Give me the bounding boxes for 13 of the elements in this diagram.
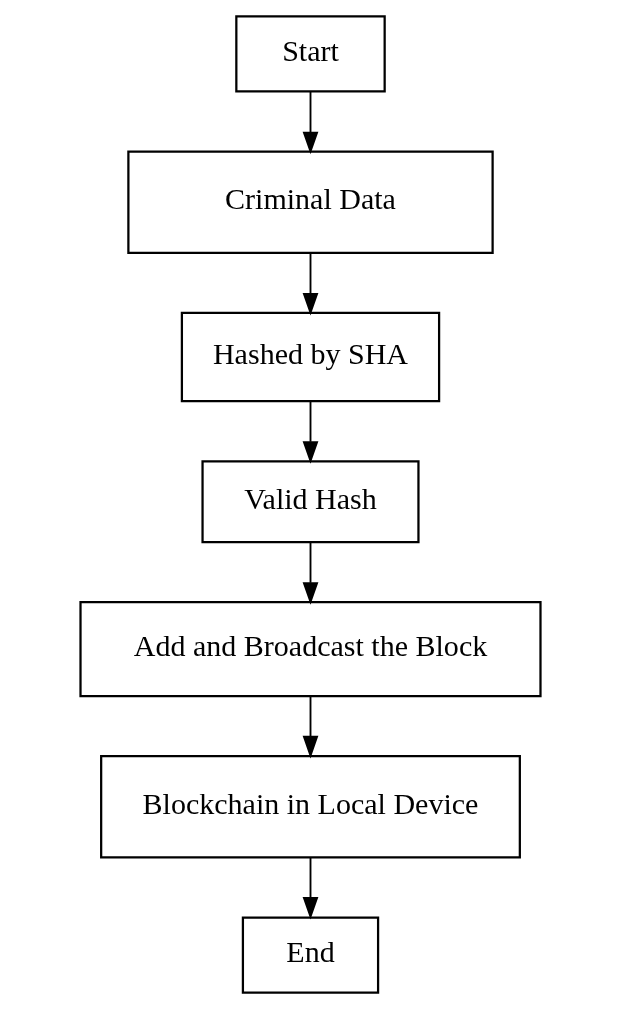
- arrow: [302, 695, 318, 759]
- node-box: Criminal Data: [126, 150, 494, 255]
- node-box: End: [241, 916, 379, 994]
- arrow: [302, 400, 318, 464]
- node-box: Blockchain in Local Device: [99, 754, 521, 859]
- arrow: [302, 90, 318, 155]
- node-box: Add and Broadcast the Block: [78, 601, 542, 698]
- arrow: [302, 541, 318, 605]
- arrow: [302, 856, 318, 920]
- node-box: Start: [234, 15, 386, 93]
- node-box: Valid Hash: [200, 460, 420, 544]
- node-box: Hashed by SHA: [180, 311, 440, 403]
- arrow: [302, 252, 318, 316]
